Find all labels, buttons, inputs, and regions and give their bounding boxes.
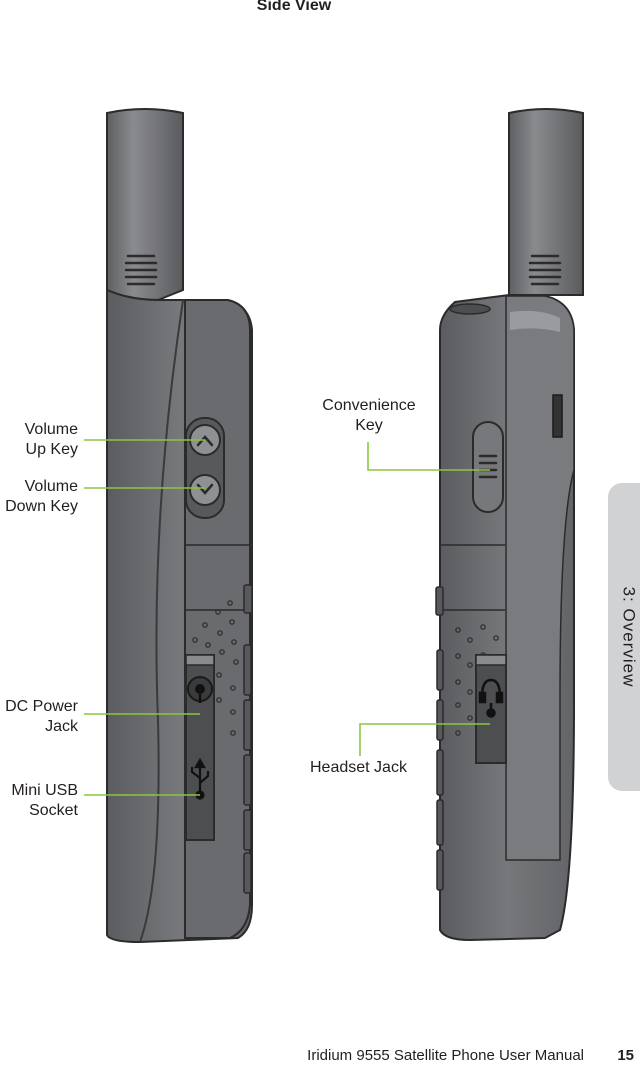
callout-headset-jack: Headset Jack — [310, 758, 407, 778]
right-edge-buttons — [435, 586, 444, 891]
right-phone — [435, 108, 584, 942]
callout-volume-down-line1: Volume — [24, 478, 78, 495]
callout-dc-power-line1: DC Power — [5, 698, 78, 715]
left-speaker-holes — [192, 600, 239, 736]
section-tab: 3: Overview — [608, 483, 640, 791]
left-front-curve — [139, 299, 184, 943]
callout-volume-up-line2: Up Key — [25, 441, 78, 458]
right-antenna — [508, 108, 584, 296]
callout-convenience-line1: Convenience — [322, 397, 416, 414]
callout-convenience-line2: Key — [355, 417, 383, 434]
callout-mini-usb-line2: Socket — [29, 802, 78, 819]
callout-volume-up-line1: Volume — [24, 421, 78, 438]
callout-volume-down-line2: Down Key — [5, 498, 78, 515]
left-edge-buttons — [243, 584, 253, 894]
left-antenna-grip — [124, 254, 158, 286]
top-port — [449, 303, 491, 315]
callout-headset-line1: Headset Jack — [310, 759, 407, 776]
headset-jack — [478, 678, 504, 718]
callout-dc-power: DC Power Jack — [5, 697, 78, 737]
leader-lines — [84, 439, 490, 796]
callout-mini-usb-line1: Mini USB — [11, 782, 78, 799]
headset-jack-cover — [475, 654, 507, 764]
callout-dc-power-line2: Jack — [45, 718, 78, 735]
leader-headset — [359, 723, 490, 756]
right-antenna-grip — [528, 254, 562, 286]
callout-convenience-key: Convenience Key — [310, 396, 428, 436]
volume-down-key — [189, 474, 221, 506]
callout-volume-up: Volume Up Key — [25, 420, 78, 460]
left-antenna — [106, 108, 184, 302]
callout-volume-down: Volume Down Key — [5, 477, 78, 517]
left-phone — [106, 108, 253, 944]
convenience-key — [472, 421, 504, 513]
page-title: Side View — [256, 0, 332, 14]
right-slot — [552, 394, 563, 438]
callout-mini-usb: Mini USB Socket — [11, 781, 78, 821]
footer-manual-title: Iridium 9555 Satellite Phone User Manual — [307, 1047, 584, 1064]
footer-page-number: 15 — [617, 1047, 634, 1064]
section-tab-label: 3: Overview — [619, 586, 638, 688]
leader-convenience — [367, 442, 490, 471]
left-side-panel — [184, 299, 251, 939]
